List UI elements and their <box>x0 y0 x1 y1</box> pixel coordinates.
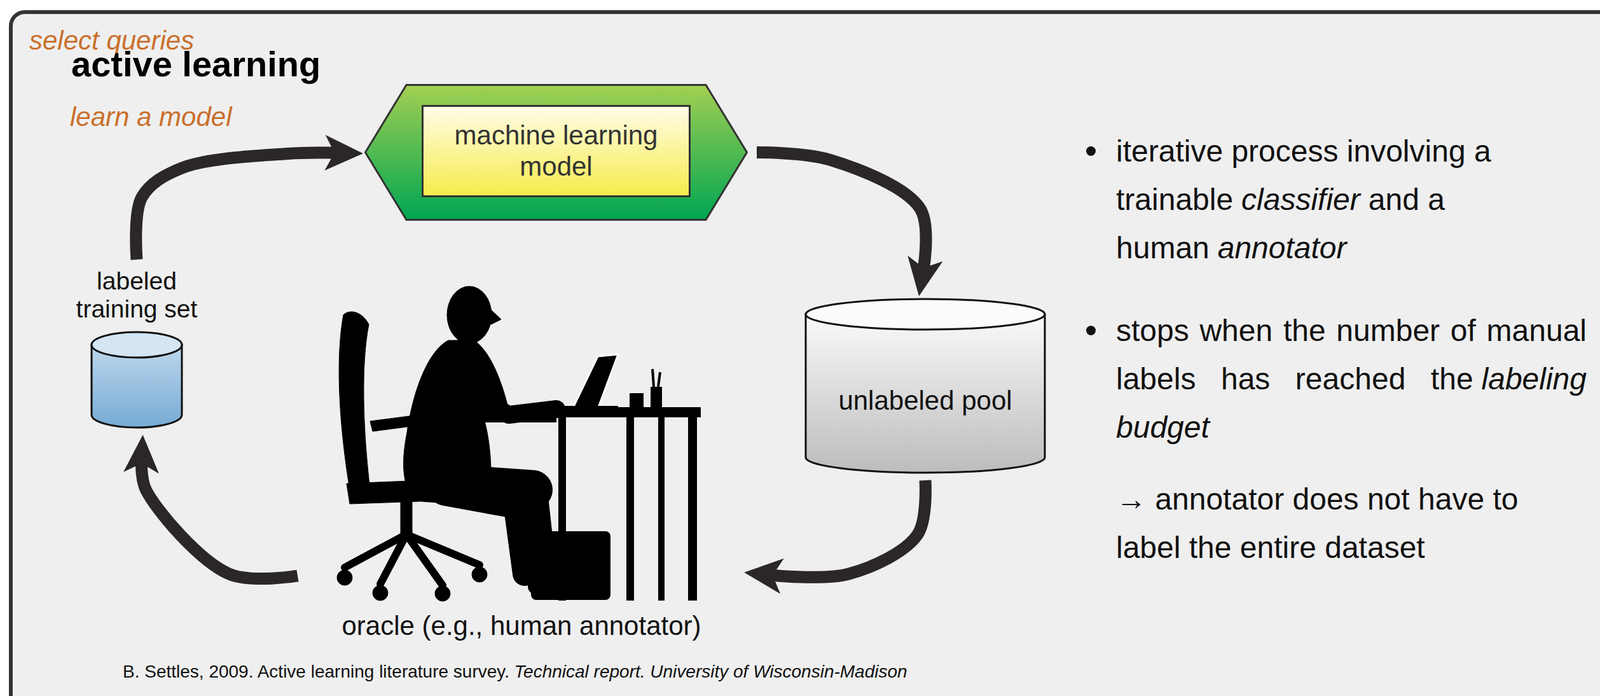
model-hexagon: machine learning model <box>364 83 748 221</box>
oracle-figure: oracle (e.g., human annotator) <box>298 279 745 649</box>
chair-base <box>344 534 480 586</box>
bullet-dot <box>1086 325 1096 336</box>
model-inner-box: machine learning model <box>421 104 691 198</box>
panel-frame <box>10 12 1600 696</box>
flow-arrow <box>756 151 926 268</box>
head <box>447 286 492 344</box>
cup <box>629 393 644 409</box>
chair-leg <box>406 534 480 565</box>
cylinder-shape <box>805 298 1045 473</box>
flow-arrow <box>136 152 335 260</box>
desk <box>451 354 701 601</box>
citation: B. Settles, 2009. Active learning litera… <box>122 661 908 682</box>
bullet-item: iterative process involving a trainablec… <box>1081 127 1587 273</box>
node-label: unlabeled pool <box>838 385 1012 416</box>
laptop-base <box>539 405 619 411</box>
chair-wheel <box>372 585 388 601</box>
laptop-screen <box>572 354 619 409</box>
node-label: machine learning model <box>432 120 680 182</box>
unlabeled-pool-cylinder: unlabeled pool <box>804 297 1047 474</box>
citation-text: Technical report. University of Wisconsi… <box>514 661 908 682</box>
citation-text: B. Settles, 2009. Active learning litera… <box>122 661 510 682</box>
cylinder-body <box>805 314 1045 473</box>
desk-drawer <box>451 417 557 423</box>
chair-leg <box>380 534 407 584</box>
oracle-illustration <box>298 279 745 605</box>
desk-leg <box>658 417 665 601</box>
pen-holder <box>650 386 663 409</box>
flow-arrow <box>141 462 298 579</box>
thigh <box>426 482 533 490</box>
diagram-title: active learning <box>71 43 321 85</box>
node-label: oracle (e.g., human annotator) <box>298 610 745 642</box>
desk-leg <box>688 417 697 601</box>
cylinder-shape <box>91 331 182 428</box>
desk-leg <box>626 417 635 601</box>
bullet-dot <box>1086 146 1096 156</box>
bullet-item: stops when the number of manual labels h… <box>1081 306 1587 452</box>
flow-arrow <box>772 480 926 577</box>
chair-wheel <box>337 569 353 586</box>
pens <box>652 368 661 387</box>
chair-wheel <box>471 566 488 582</box>
cylinder-top <box>805 298 1045 330</box>
cylinder-top <box>91 331 182 358</box>
bullet-text: classifier <box>1241 182 1361 217</box>
hexagon-shape <box>365 85 748 221</box>
bullet-text: annotator <box>1217 230 1347 265</box>
nose <box>489 308 502 325</box>
bullet-item: → annotator does not have to label the e… <box>1081 475 1587 572</box>
chair-back <box>338 311 371 490</box>
edge-label: learn a model <box>66 101 236 133</box>
node-label: labeled training set <box>54 267 220 323</box>
labeled-set-cylinder: labeled training set <box>54 267 220 430</box>
bullet-text: → annotator does not have to label the e… <box>1116 482 1518 565</box>
chair-wheel <box>434 585 451 601</box>
bag <box>531 531 611 600</box>
